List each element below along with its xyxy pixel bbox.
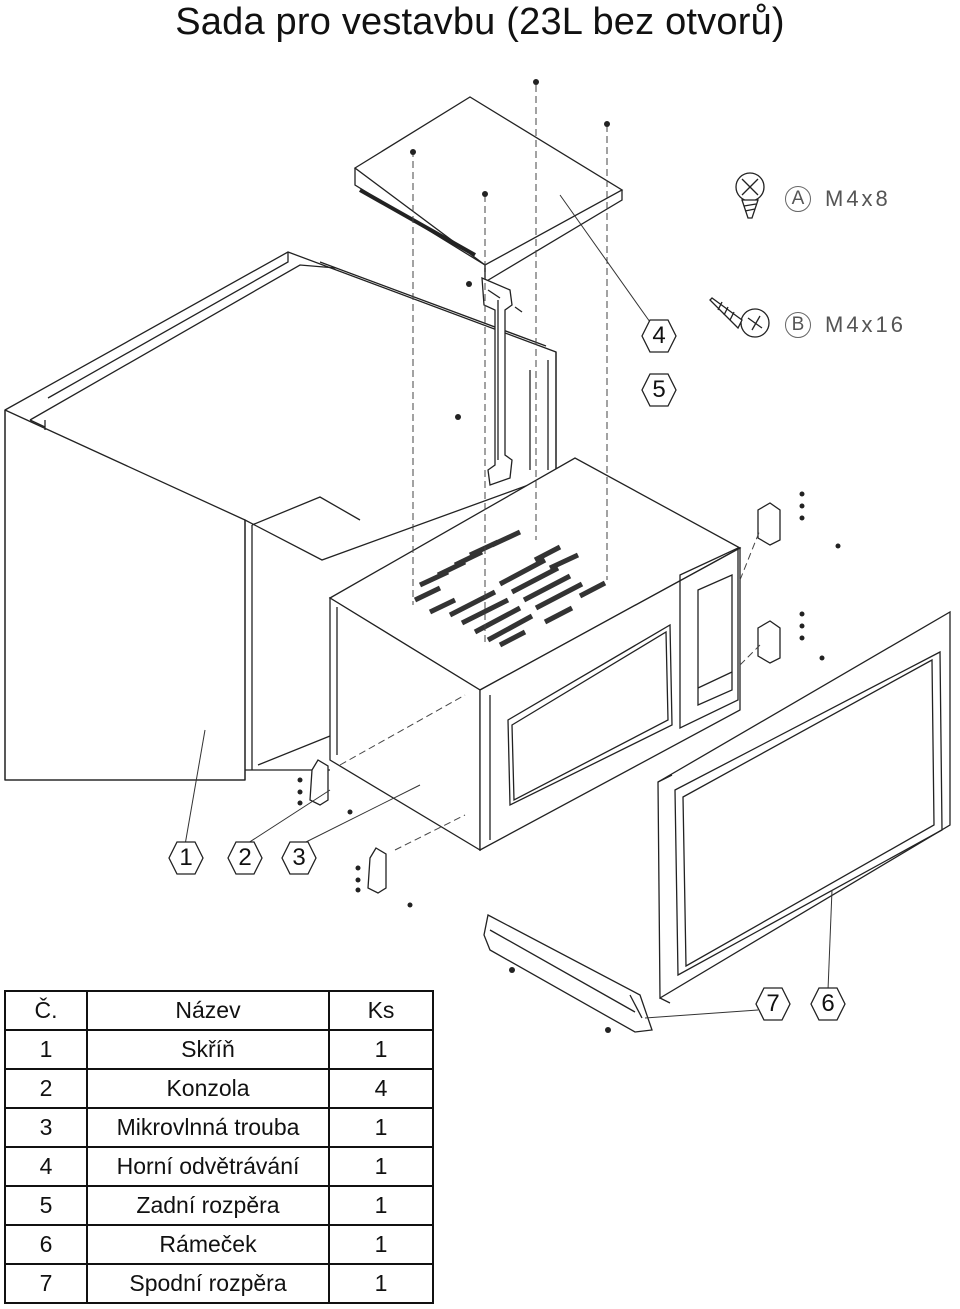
frame-drawing	[657, 610, 951, 1004]
table-row: 3 Mikrovlnná trouba 1	[4, 1107, 434, 1148]
table-row: 4 Horní odvětrávání 1	[4, 1146, 434, 1187]
table-header-row: Č. Název Ks	[4, 990, 434, 1031]
cabinet-drawing	[4, 251, 557, 781]
bracket-drawings	[309, 502, 781, 894]
callout-3: 3	[281, 840, 317, 876]
screw-b-label: B M4x16	[785, 312, 906, 338]
screw-a-label: A M4x8	[785, 186, 891, 212]
table-row: 2 Konzola 4	[4, 1068, 434, 1109]
microwave-drawing	[328, 457, 742, 852]
page-title: Sada pro vestavbu (23L bez otvorů)	[175, 1, 785, 43]
header-number: Č.	[4, 990, 88, 1031]
screw-b-size: M4x16	[825, 312, 907, 337]
callout-7: 7	[755, 986, 791, 1022]
header-quantity: Ks	[328, 990, 434, 1031]
screw-a-icon	[735, 172, 765, 219]
callout-6: 6	[810, 986, 846, 1022]
callout-5: 5	[641, 372, 677, 408]
table-row: 6 Rámeček 1	[4, 1224, 434, 1265]
table-row: 7 Spodní rozpěra 1	[4, 1263, 434, 1304]
table-row: 1 Skříň 1	[4, 1029, 434, 1070]
bottom-spacer-drawing	[483, 914, 653, 1033]
callout-4: 4	[641, 318, 677, 354]
header-name: Název	[86, 990, 330, 1031]
rear-spacer-drawing	[481, 276, 523, 486]
screw-a-size: M4x8	[825, 186, 891, 211]
screw-a-letter: A	[785, 186, 811, 212]
parts-table: Č. Název Ks 1 Skříň 1 2 Konzola 4 3 Mikr…	[4, 990, 434, 1304]
callout-2: 2	[227, 840, 263, 876]
top-vent-drawing	[353, 96, 624, 284]
callout-1: 1	[168, 840, 204, 876]
table-row: 5 Zadní rozpěra 1	[4, 1185, 434, 1226]
screw-b-icon	[709, 297, 770, 338]
screw-b-letter: B	[785, 312, 811, 338]
